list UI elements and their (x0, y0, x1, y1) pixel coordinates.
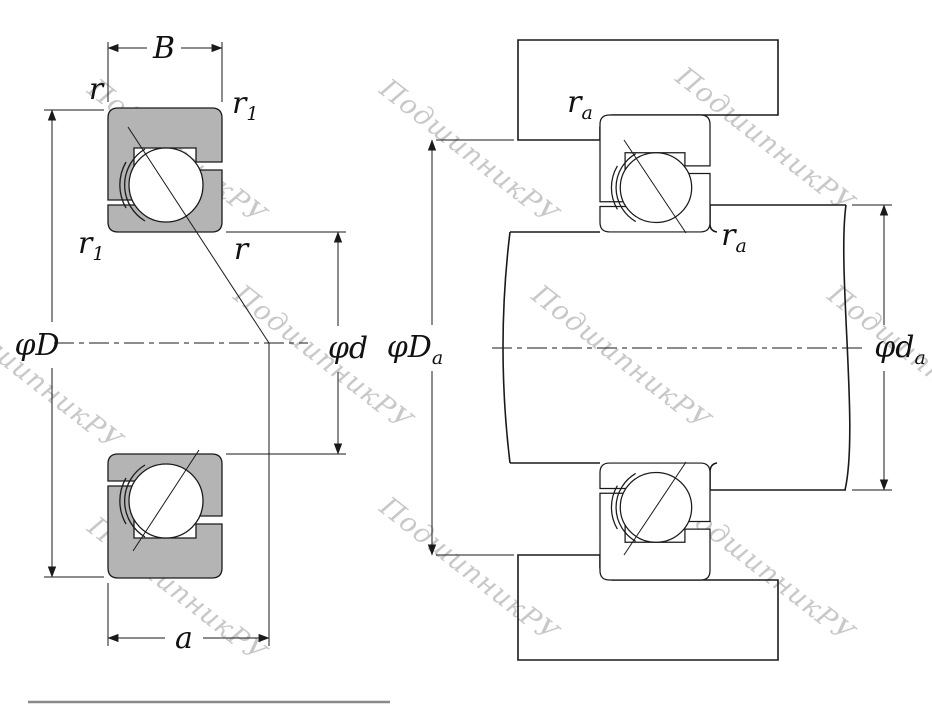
shaft-fillet-radius (709, 462, 718, 473)
label-B: B (152, 31, 175, 66)
label-r1-side: r1 (78, 226, 104, 265)
shaft-fillet-radius (709, 223, 718, 233)
label-phida: φda (874, 330, 926, 369)
contact-angle-line (132, 449, 200, 552)
label-phid: φd (328, 331, 368, 366)
label-r1-top: r1 (232, 86, 258, 125)
bearing-section-bottom (107, 453, 223, 579)
label-r-side: r (234, 232, 250, 267)
contact-angle-line (127, 126, 270, 344)
mounted-bearing-top (599, 114, 711, 233)
shaft-break-end-left (502, 231, 511, 464)
label-phiD: φD (14, 328, 59, 363)
mounting-view: ra ra φDa φda (387, 39, 926, 661)
watermark-text: ПодшипникРУ (0, 298, 129, 458)
shaft-break-end-right (842, 204, 851, 491)
front-view: B r r1 r1 r φD φd a (14, 31, 368, 656)
contact-angle-line (623, 139, 687, 234)
contact-angle-line (623, 461, 687, 556)
label-r-top: r (89, 72, 105, 107)
label-a: a (175, 621, 193, 656)
watermark-text: ПодшипникРУ (525, 278, 717, 438)
watermark-text: ПодшипникРУ (373, 490, 565, 650)
mounted-bearing-bottom (599, 462, 711, 581)
label-ra-housing: ra (567, 85, 593, 124)
label-phiDa: φDa (387, 330, 443, 369)
watermark-text: ПодшипникРУ (373, 72, 565, 232)
label-ra-shaft: ra (721, 218, 747, 257)
bearing-section-top (107, 107, 223, 233)
